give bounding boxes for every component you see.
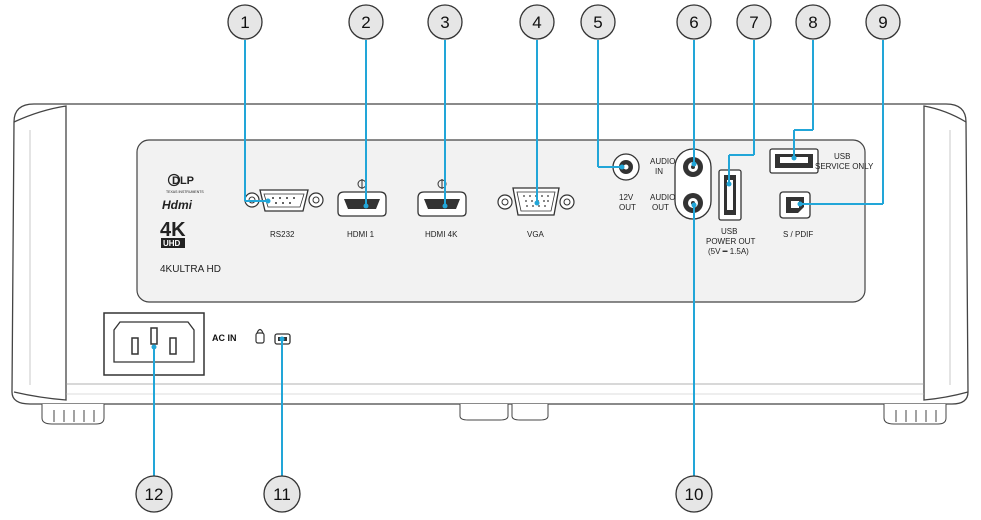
callout-6: 6: [676, 4, 712, 40]
audio-out-label-line2: OUT: [652, 203, 669, 212]
callout-endpoints: [151, 155, 803, 350]
usb-service-label-line2: SERVICE ONLY: [815, 162, 874, 171]
usb-service-label-line1: USB: [834, 152, 850, 161]
dlp-logo-subtext: TEXAS INSTRUMENTS: [166, 190, 204, 194]
audio-in-label-line2: IN: [655, 167, 663, 176]
callout-2-number: 2: [361, 13, 370, 32]
usb-power-label-line3: (5V ━ 1.5A): [708, 247, 749, 256]
dlp-logo: DLP TEXAS INSTRUMENTS: [166, 173, 204, 194]
callout-12-number: 12: [145, 485, 164, 504]
callout-7-number: 7: [749, 13, 758, 32]
callout-8-number: 8: [808, 13, 817, 32]
callout-4: 4: [519, 4, 555, 40]
callout-badges: 1 2 3 4 5 6 7 8 9 10 11 12: [135, 4, 901, 513]
12v-out-label-line1: 12V: [619, 193, 634, 202]
hdmi1-label: HDMI 1: [347, 230, 375, 239]
callout-3-number: 3: [440, 13, 449, 32]
callout-6-number: 6: [689, 13, 698, 32]
hdmi4k-label: HDMI 4K: [425, 230, 458, 239]
callout-1-number: 1: [240, 13, 249, 32]
callout-5-number: 5: [593, 13, 602, 32]
vga-label: VGA: [527, 230, 545, 239]
usb-power-label-line2: POWER OUT: [706, 237, 755, 246]
connector-panel: [136, 139, 866, 303]
callout-10: 10: [675, 475, 713, 513]
usb-power-label-line1: USB: [721, 227, 737, 236]
callout-11-number: 11: [273, 485, 291, 504]
callout-2: 2: [348, 4, 384, 40]
dlp-logo-text: DLP: [172, 175, 194, 187]
uhd-badge: [161, 238, 185, 248]
usb-power-out-port: [718, 169, 742, 221]
callout-4-number: 4: [532, 13, 541, 32]
12v-out-label-line2: OUT: [619, 203, 636, 212]
rs232-label: RS232: [270, 230, 295, 239]
12v-out-port: [612, 153, 640, 181]
callout-9: 9: [865, 4, 901, 40]
projector-feet: [41, 404, 947, 425]
callout-10-number: 10: [685, 485, 704, 504]
4k-logo: 4K: [160, 219, 186, 241]
callout-3: 3: [427, 4, 463, 40]
ultra-hd-logo: 4KULTRA HD: [160, 264, 221, 275]
hdmi4k-port: [417, 179, 467, 217]
callout-5: 5: [580, 4, 616, 40]
callout-1: 1: [227, 4, 263, 40]
hdmi-logo: Hdmi: [162, 198, 193, 212]
ac-in-label: AC IN: [212, 333, 237, 343]
spdif-label: S / PDIF: [783, 230, 813, 239]
callout-12: 12: [135, 475, 173, 513]
audio-out-label-line1: AUDIO: [650, 193, 675, 202]
callout-11: 11: [263, 475, 301, 513]
callout-lines: [153, 40, 884, 478]
uhd-badge-text: UHD: [163, 239, 181, 248]
audio-in-label-line1: AUDIO: [650, 157, 675, 166]
callout-9-number: 9: [878, 13, 887, 32]
callout-7: 7: [736, 4, 772, 40]
callout-8: 8: [795, 4, 831, 40]
